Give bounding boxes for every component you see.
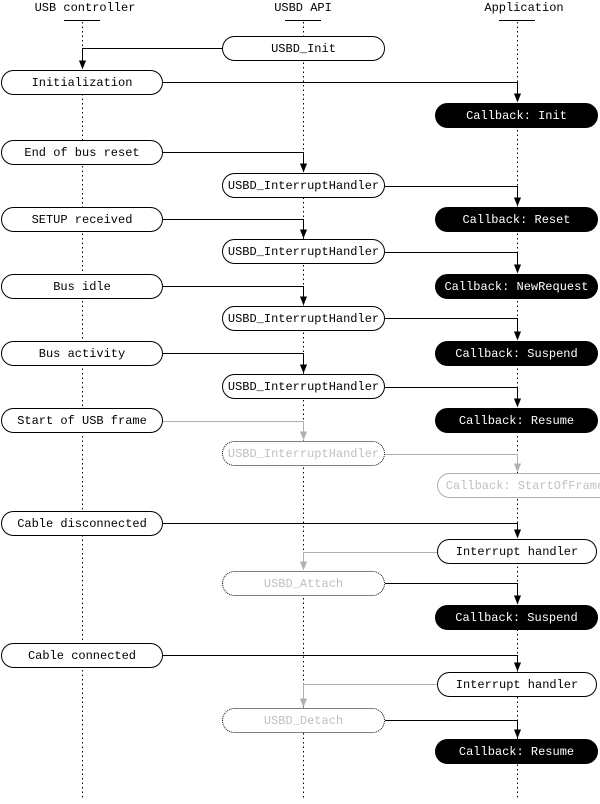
node-usbd-init: USBD_Init bbox=[222, 36, 385, 61]
connector-start-of-usb-frame-to-handler bbox=[163, 421, 308, 441]
node-interrupt-handler-1: Interrupt handler bbox=[437, 539, 597, 564]
connector-interrupt-handler-to-usbd-attach bbox=[299, 552, 437, 571]
connector-handler3-to-callback-suspend bbox=[385, 318, 522, 341]
connector-handler2-to-callback-newrequest bbox=[385, 252, 522, 274]
node-usbd-interrupthandler-1: USBD_InterruptHandler bbox=[222, 173, 385, 198]
node-start-of-usb-frame: Start of USB frame bbox=[1, 408, 163, 433]
node-usbd-interrupthandler-3: USBD_InterruptHandler bbox=[222, 306, 385, 331]
node-end-of-bus-reset: End of bus reset bbox=[1, 140, 163, 165]
node-cable-connected: Cable connected bbox=[1, 643, 163, 668]
connector-cable-disconnected-to-interrupt-handler bbox=[163, 523, 522, 539]
node-usbd-attach-inactive: USBD_Attach bbox=[222, 571, 385, 596]
node-callback-reset: Callback: Reset bbox=[435, 207, 598, 232]
node-callback-suspend-1: Callback: Suspend bbox=[435, 341, 598, 366]
connector-setup-received-to-handler bbox=[163, 219, 308, 239]
connector-initialization-to-callback-init bbox=[163, 82, 522, 103]
node-callback-startofframe-inactive: Callback: StartOfFrame bbox=[437, 473, 600, 498]
column-header-application: Application bbox=[484, 1, 564, 15]
node-callback-resume-1: Callback: Resume bbox=[435, 408, 598, 433]
node-usbd-interrupthandler-5-inactive: USBD_InterruptHandler bbox=[222, 441, 385, 466]
connector-bus-idle-to-handler bbox=[163, 286, 308, 306]
node-usbd-interrupthandler-4: USBD_InterruptHandler bbox=[222, 374, 385, 399]
connector-usbd-attach-to-callback-suspend bbox=[385, 583, 522, 605]
column-header-usbd-api: USBD API bbox=[274, 1, 332, 15]
connector-usbd-init-to-initialization bbox=[78, 48, 222, 70]
connector-bus-activity-to-handler bbox=[163, 353, 308, 374]
node-callback-newrequest: Callback: NewRequest bbox=[435, 274, 598, 299]
connector-handler4-to-callback-resume bbox=[385, 387, 522, 408]
node-setup-received: SETUP received bbox=[1, 207, 163, 232]
connector-interrupt-handler-to-usbd-detach bbox=[299, 684, 437, 708]
node-callback-suspend-2: Callback: Suspend bbox=[435, 605, 598, 630]
connector-end-of-bus-reset-to-handler bbox=[163, 152, 308, 173]
node-interrupt-handler-2: Interrupt handler bbox=[437, 672, 597, 697]
node-bus-idle: Bus idle bbox=[1, 274, 163, 299]
column-header-usb-controller: USB controller bbox=[34, 1, 136, 15]
node-callback-init: Callback: Init bbox=[435, 103, 598, 128]
node-initialization: Initialization bbox=[1, 70, 163, 95]
connector-usbd-detach-to-callback-resume bbox=[385, 720, 522, 739]
node-cable-disconnected: Cable disconnected bbox=[1, 511, 163, 536]
connector-handler5-to-callback-startofframe bbox=[385, 454, 522, 473]
connector-handler1-to-callback-reset bbox=[385, 186, 522, 207]
node-bus-activity: Bus activity bbox=[1, 341, 163, 366]
node-usbd-detach-inactive: USBD_Detach bbox=[222, 708, 385, 733]
node-usbd-interrupthandler-2: USBD_InterruptHandler bbox=[222, 239, 385, 264]
node-callback-resume-2: Callback: Resume bbox=[435, 739, 598, 764]
connector-cable-connected-to-interrupt-handler bbox=[163, 655, 522, 672]
